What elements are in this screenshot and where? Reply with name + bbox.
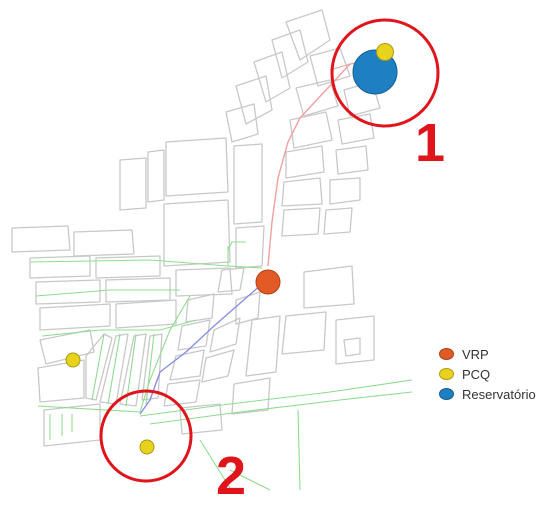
map-legend: VRP PCQ Reservatório <box>439 344 536 404</box>
pcq-marker-1[interactable] <box>376 43 394 61</box>
pcq-dot-icon <box>439 368 454 380</box>
legend-item-pcq: PCQ <box>439 364 536 384</box>
reservoir-dot-icon <box>439 388 454 400</box>
area-label-1: 1 <box>415 113 446 173</box>
legend-item-reservatorio: Reservatório <box>439 384 536 404</box>
legend-label: VRP <box>462 346 489 362</box>
legend-label: PCQ <box>462 366 491 382</box>
main-pipe <box>139 283 263 415</box>
vrp-dot-icon <box>439 348 454 360</box>
reservoir-marker[interactable] <box>352 49 398 95</box>
pcq-marker-3[interactable] <box>139 439 155 455</box>
highlight-circle-area-2 <box>99 389 193 483</box>
distribution-network <box>29 241 413 491</box>
legend-label: Reservatório <box>462 386 536 402</box>
pcq-marker-2[interactable] <box>65 352 81 368</box>
city-blocks <box>11 9 381 447</box>
highlight-circle-area-1 <box>330 18 440 128</box>
area-label-2: 2 <box>216 446 247 506</box>
vrp-marker[interactable] <box>255 269 281 295</box>
legend-item-vrp: VRP <box>439 344 536 364</box>
